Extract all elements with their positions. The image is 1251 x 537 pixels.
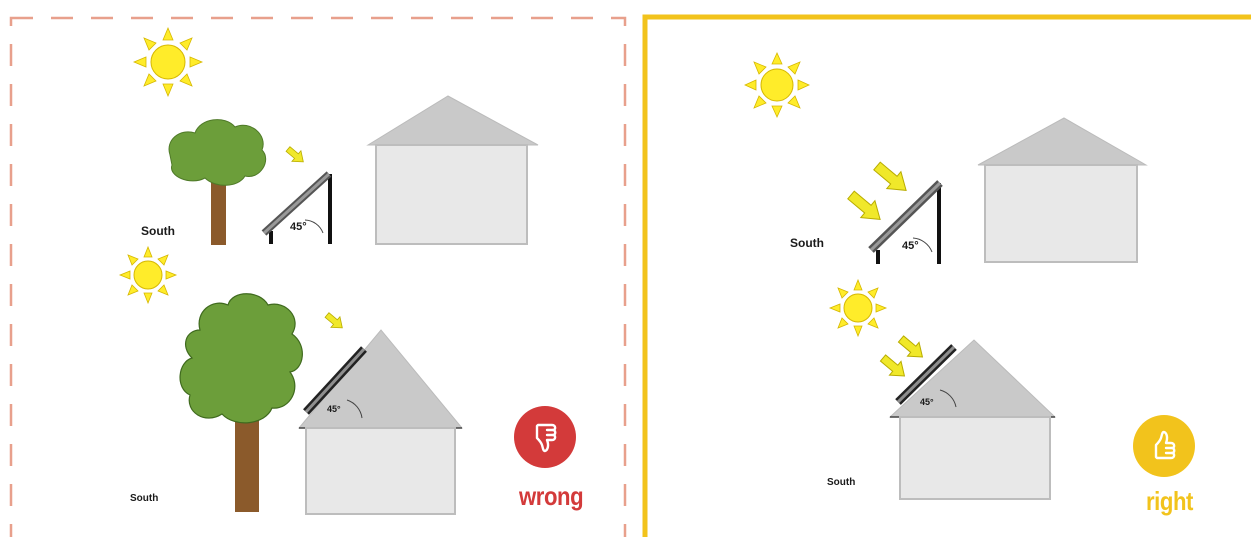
sun-ray-arrow: [870, 158, 913, 199]
solar-panel-stand-top: [264, 174, 330, 244]
house-bottom: [299, 330, 462, 514]
sun-ray-arrow: [844, 187, 887, 228]
sun-icon: [745, 53, 809, 117]
sun-ray-arrow: [877, 351, 910, 383]
sun-ray-arrow: [323, 310, 347, 334]
tree-bottom: [180, 294, 302, 512]
sun-ray-arrow: [895, 332, 928, 364]
house-bottom: [890, 340, 1055, 499]
tree-top: [169, 120, 266, 245]
south-label: South: [827, 477, 855, 488]
south-label: South: [790, 236, 824, 250]
thumbs-up-icon: [1144, 426, 1184, 466]
sun-icon: [134, 28, 202, 96]
angle-label: 45°: [290, 221, 307, 233]
angle-label: 45°: [920, 397, 934, 407]
thumbs-down-icon: [525, 417, 565, 457]
angle-label: 45°: [327, 404, 341, 414]
right-example-panel: South 45° 45° South right: [640, 0, 1251, 537]
south-label: South: [130, 493, 158, 504]
sun-icon: [120, 247, 176, 303]
house-top: [978, 118, 1146, 262]
sun-ray-arrow: [284, 144, 308, 168]
verdict-label: right: [1146, 486, 1193, 517]
south-label: South: [141, 224, 175, 238]
angle-label: 45°: [902, 240, 919, 252]
house-top: [368, 96, 538, 244]
sun-icon: [830, 280, 886, 336]
verdict-label: wrong: [519, 481, 583, 512]
thumbs-up-badge: [1133, 415, 1195, 477]
thumbs-down-badge: [514, 406, 576, 468]
wrong-example-panel: South 45° 45° South wrong: [0, 0, 628, 537]
